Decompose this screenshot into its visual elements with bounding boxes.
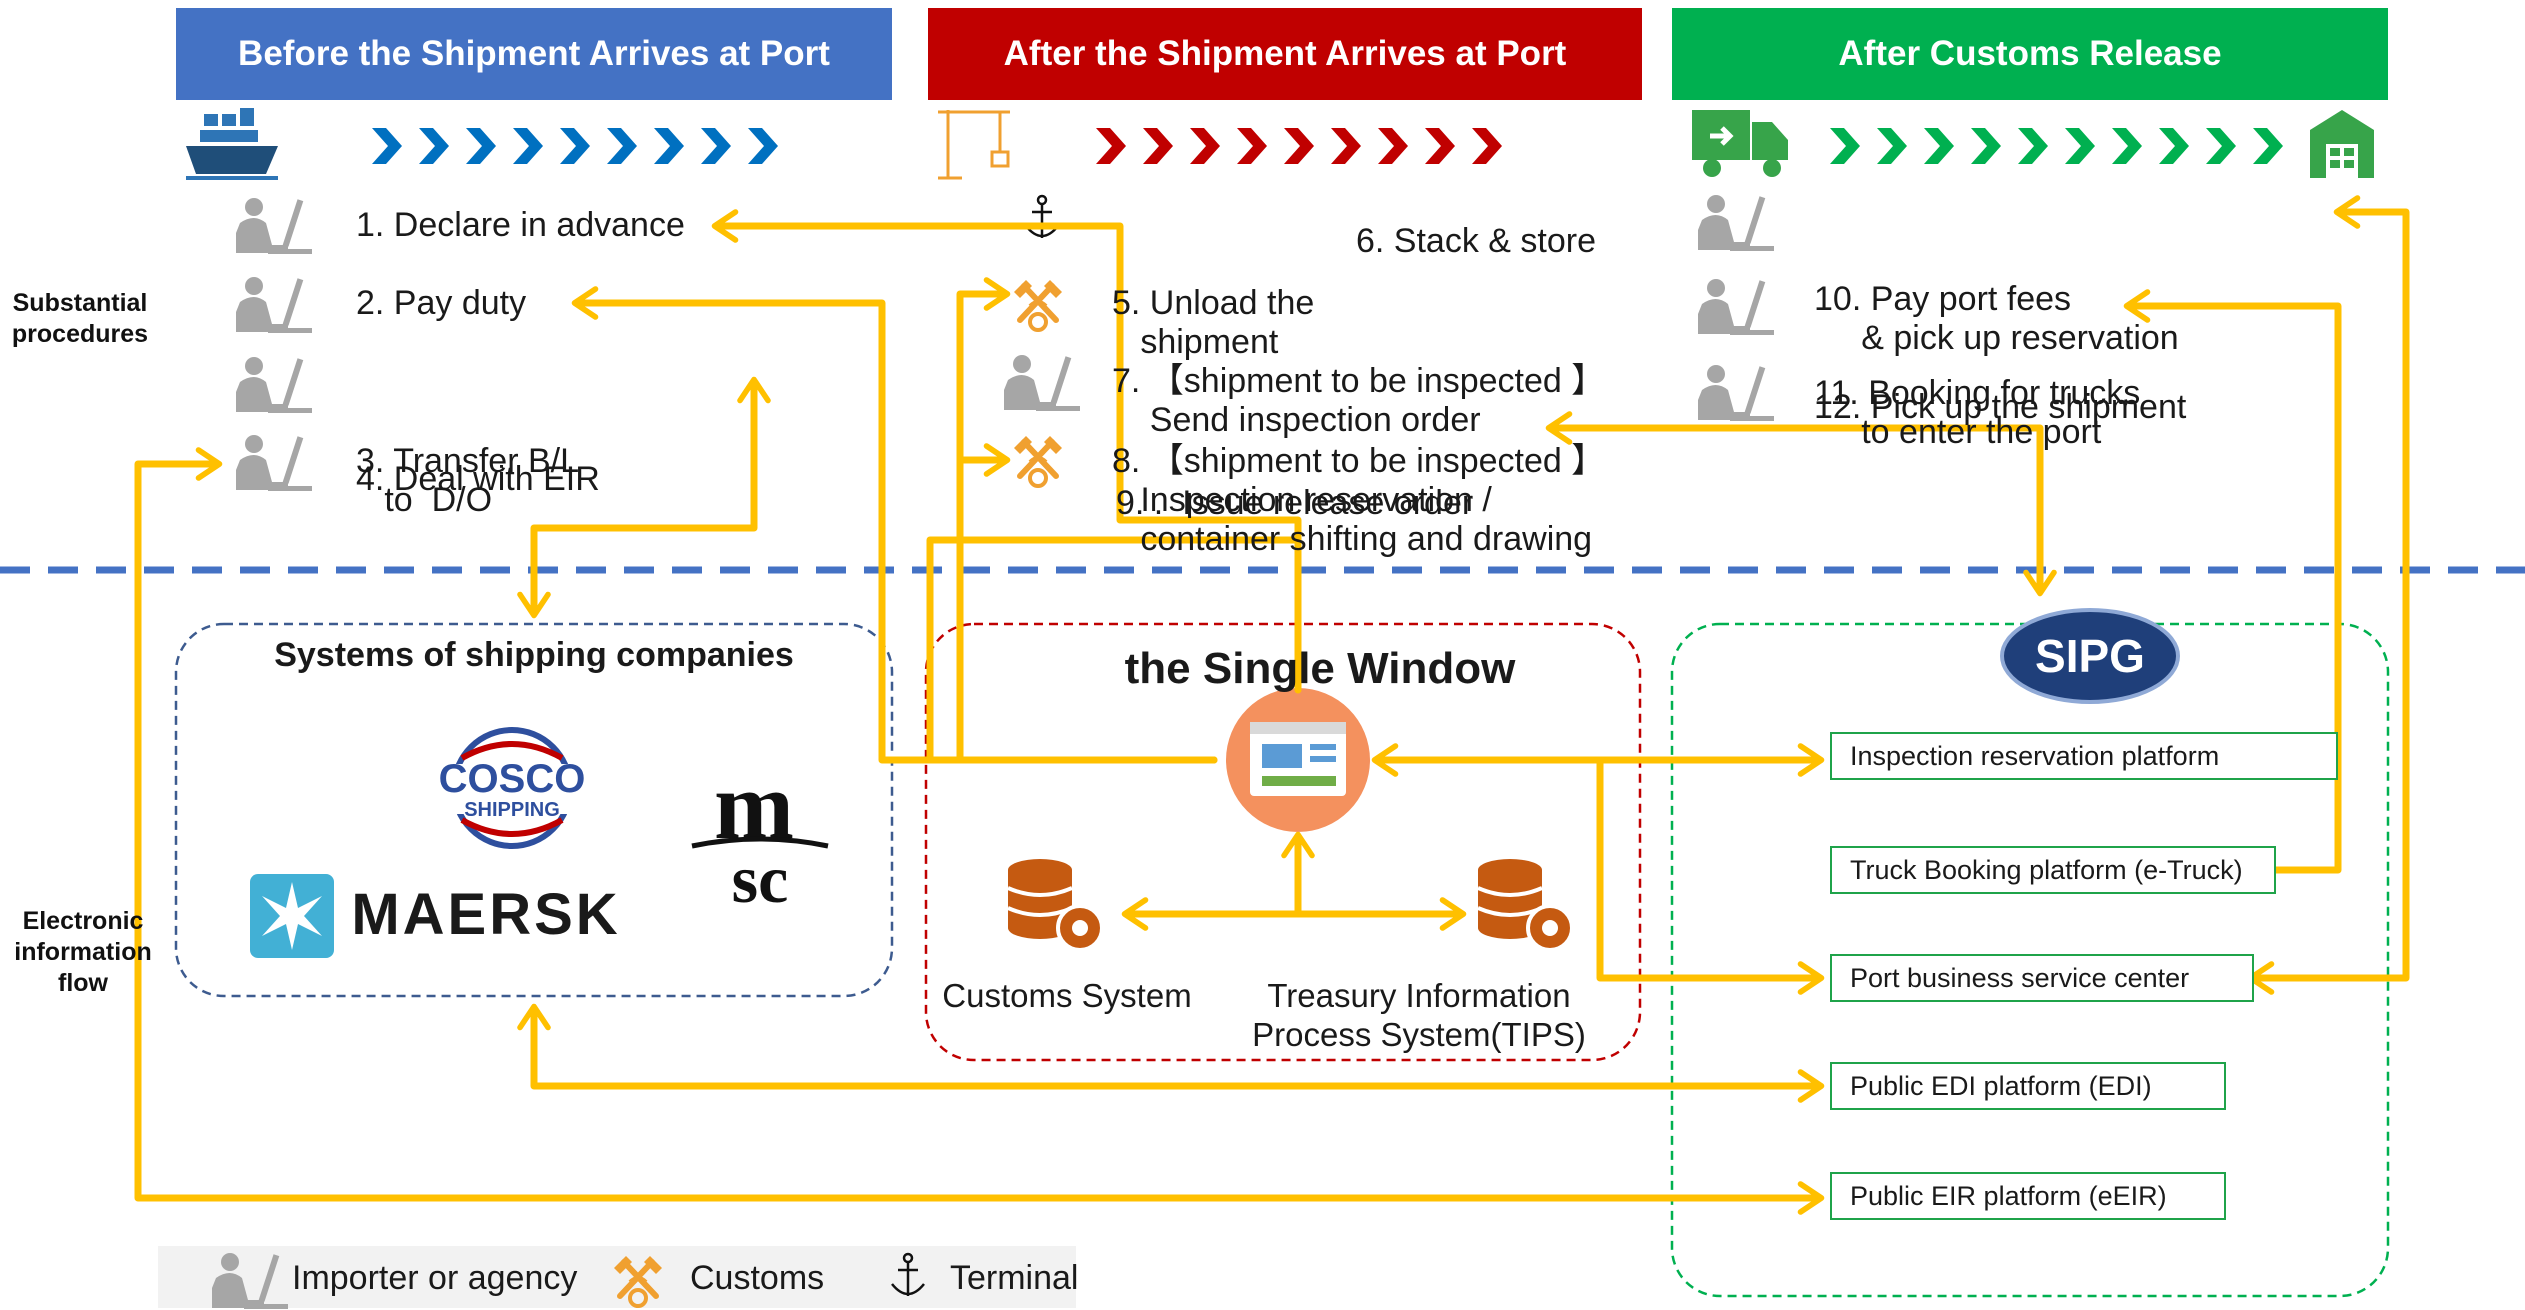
svg-text:MAERSK: MAERSK bbox=[351, 882, 620, 947]
customs-icon bbox=[1014, 436, 1062, 486]
chevron-icon bbox=[513, 128, 543, 164]
chevron-icon bbox=[1096, 128, 1126, 164]
svg-text:SHIPPING: SHIPPING bbox=[464, 799, 560, 821]
svg-text:sc: sc bbox=[732, 841, 789, 917]
platform-public-edi[interactable]: Public EDI platform (EDI) bbox=[1830, 1062, 2226, 1110]
step-10: 10. Pay port fees & pick up reservation bbox=[1814, 280, 2179, 357]
person-computer-icon bbox=[236, 357, 312, 413]
database-gear-icon bbox=[1006, 857, 1104, 952]
person-computer-icon bbox=[1698, 365, 1774, 421]
step-1: 1. Declare in advance bbox=[356, 206, 685, 244]
chevron-icon bbox=[2253, 128, 2283, 164]
flow-arrow-port-service bbox=[2247, 195, 2410, 995]
chevron-row-blue bbox=[372, 128, 778, 164]
flow-arrow-sw-port-service bbox=[1596, 756, 1825, 995]
step-3: 3. Transfer B/L to D/O bbox=[356, 442, 579, 519]
flow-arrow-inspection-order bbox=[956, 277, 1011, 764]
chevron-icon bbox=[2206, 128, 2236, 164]
step-5: 5. Unload the shipment bbox=[1112, 284, 1315, 361]
anchor-icon bbox=[1024, 194, 1060, 240]
platform-inspection-reservation[interactable]: Inspection reservation platform bbox=[1830, 732, 2338, 780]
maersk-logo: MAERSK bbox=[250, 874, 620, 958]
svg-text:SIPG: SIPG bbox=[2035, 630, 2145, 682]
legend-terminal: Terminal bbox=[950, 1259, 1079, 1297]
svg-text:COSCO: COSCO bbox=[439, 757, 586, 801]
chevron-icon bbox=[1830, 128, 1860, 164]
truck-icon bbox=[1692, 110, 1788, 177]
step-11: 11. Booking for trucks to enter the port bbox=[1814, 374, 2141, 451]
person-computer-icon bbox=[236, 198, 312, 254]
platform-port-business-service[interactable]: Port business service center bbox=[1830, 954, 2254, 1002]
customs-icon bbox=[1014, 280, 1062, 330]
database-gear-icon bbox=[1476, 857, 1574, 952]
chevron-row-red bbox=[1096, 128, 1502, 164]
header-before-arrival: Before the Shipment Arrives at Port bbox=[176, 8, 892, 100]
chevron-icon bbox=[748, 128, 778, 164]
chevron-icon bbox=[1924, 128, 1954, 164]
step-2: 2. Pay duty bbox=[356, 284, 527, 322]
platform-public-eir[interactable]: Public EIR platform (eEIR) bbox=[1830, 1172, 2226, 1220]
person-computer-icon bbox=[1698, 279, 1774, 335]
legend-customs: Customs bbox=[690, 1259, 825, 1297]
ship-icon bbox=[186, 108, 278, 180]
chevron-icon bbox=[560, 128, 590, 164]
flow-arrow-eir bbox=[134, 447, 1825, 1215]
chevron-icon bbox=[1378, 128, 1408, 164]
person-computer-icon bbox=[1698, 195, 1774, 251]
step-9: 9. . Issue release order bbox=[1116, 484, 1474, 522]
person-computer-icon bbox=[1004, 355, 1080, 411]
chevron-icon bbox=[1877, 128, 1907, 164]
sipg-logo: SIPG bbox=[2000, 608, 2180, 704]
single-window-title: the Single Window bbox=[1124, 644, 1516, 693]
shipping-companies-title: Systems of shipping companies bbox=[274, 636, 794, 674]
chevron-icon bbox=[2112, 128, 2142, 164]
chevron-icon bbox=[1284, 128, 1314, 164]
flow-arrow-inspection-reservation bbox=[1545, 411, 2057, 597]
chevron-icon bbox=[2065, 128, 2095, 164]
legend-box bbox=[158, 1246, 1076, 1308]
chevron-icon bbox=[1237, 128, 1267, 164]
warehouse-icon bbox=[2310, 110, 2374, 178]
step-6: 6. Stack & store bbox=[1356, 222, 1596, 260]
step-12: 12. Pick up the shipment bbox=[1814, 388, 2187, 426]
chevron-icon bbox=[372, 128, 402, 164]
side-label-substantial: Substantial procedures bbox=[11, 289, 149, 348]
chevron-row-green bbox=[1830, 128, 2283, 164]
chevron-icon bbox=[654, 128, 684, 164]
chevron-icon bbox=[1331, 128, 1361, 164]
header-after-arrival: After the Shipment Arrives at Port bbox=[928, 8, 1642, 100]
step-8: 8. 【shipment to be inspected 】 Inspectio… bbox=[1112, 442, 1606, 558]
chevron-icon bbox=[1971, 128, 2001, 164]
msc-logo: m sc bbox=[691, 752, 829, 917]
step-4: 4. Deal with EIR bbox=[356, 460, 600, 498]
chevron-icon bbox=[607, 128, 637, 164]
person-computer-icon bbox=[236, 435, 312, 491]
side-label-electronic: Electronic information flow bbox=[14, 907, 152, 997]
platform-truck-booking[interactable]: Truck Booking platform (e-Truck) bbox=[1830, 846, 2276, 894]
header-after-release: After Customs Release bbox=[1672, 8, 2388, 100]
chevron-icon bbox=[1472, 128, 1502, 164]
chevron-icon bbox=[1143, 128, 1173, 164]
person-computer-icon bbox=[236, 277, 312, 333]
legend-importer: Importer or agency bbox=[292, 1259, 578, 1297]
customs-system-label: Customs System bbox=[942, 977, 1192, 1014]
flow-arrow-edi bbox=[517, 1003, 1825, 1103]
chevron-icon bbox=[2018, 128, 2048, 164]
crane-icon bbox=[938, 110, 1010, 180]
single-window-icon bbox=[1226, 688, 1370, 832]
chevron-icon bbox=[1190, 128, 1220, 164]
flow-arrows bbox=[134, 195, 2410, 1215]
step-7: 7. 【shipment to be inspected 】 Send insp… bbox=[1112, 362, 1606, 439]
chevron-icon bbox=[701, 128, 731, 164]
chevron-icon bbox=[1425, 128, 1455, 164]
chevron-icon bbox=[2159, 128, 2189, 164]
cosco-logo: COSCO SHIPPING bbox=[412, 727, 612, 849]
chevron-icon bbox=[419, 128, 449, 164]
chevron-icon bbox=[466, 128, 496, 164]
